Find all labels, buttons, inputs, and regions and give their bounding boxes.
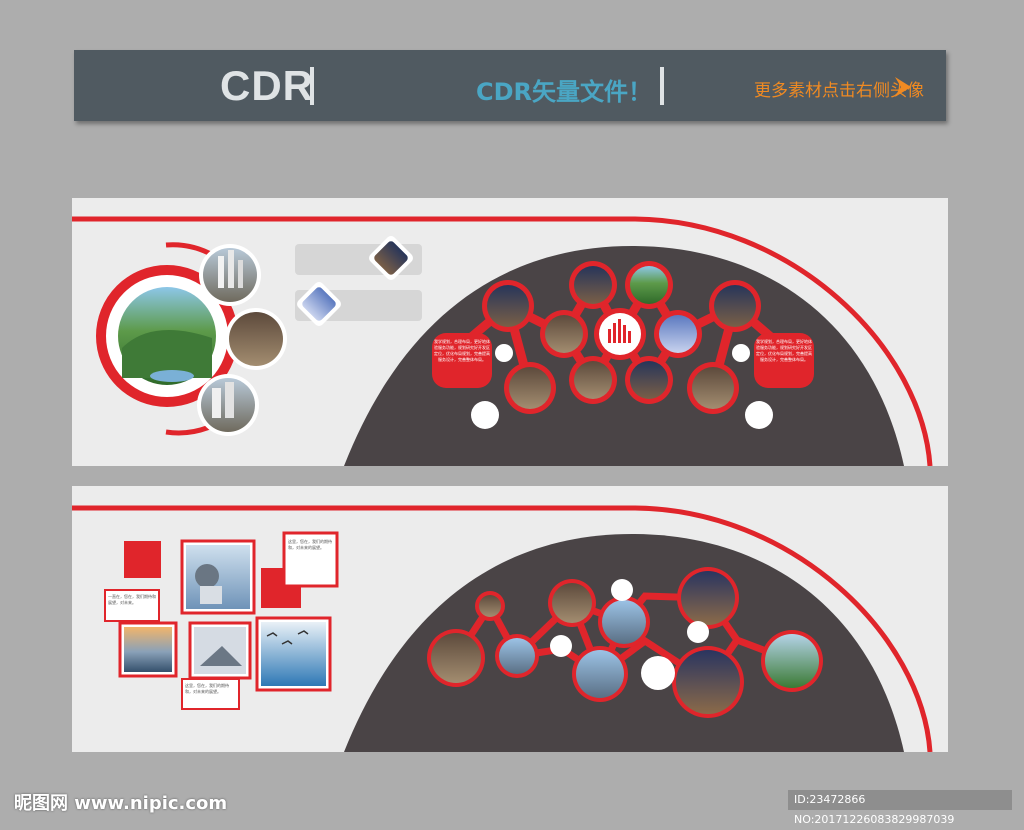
photo-seascape xyxy=(261,622,326,686)
image-id-bar: ID:23472866 NO:20171226083829987039 xyxy=(788,790,1012,826)
separator xyxy=(660,67,664,105)
text-card-left xyxy=(432,333,492,388)
text-card-right xyxy=(754,333,814,388)
top-banner: CDR CDR矢量文件！ 更多素材点击右侧头像 xyxy=(74,50,946,121)
note-card xyxy=(104,589,160,622)
text-card-right-body: 我学规划，合理布局，更好地体验服务功能，规划研究好开发区定位，优化布局规划，完善… xyxy=(756,339,812,362)
note-card-text: 一直在，您在，我们期待和展望，对未来。 xyxy=(108,594,156,605)
watermark-text: 昵图网 www.nipic.com xyxy=(14,793,228,814)
note-card-text: 这里，您在，我们的期待和，对未来的展望。 xyxy=(288,539,332,550)
village-photo xyxy=(229,312,283,366)
note-card xyxy=(282,531,339,588)
separator xyxy=(310,67,314,105)
chevron-right-icon[interactable] xyxy=(892,75,914,99)
note-card-text: 这里，您在，我们的期待和，对未来的展望。 xyxy=(185,683,229,694)
accent-line xyxy=(72,216,933,466)
brand-title: CDR xyxy=(220,62,314,109)
red-square xyxy=(124,541,161,578)
note-card xyxy=(181,678,240,710)
wall-panel-top: 我学规划，合理布局，更好地体验服务功能，规划研究好开发区定位，优化布局规划，完善… xyxy=(72,198,948,466)
accent-line xyxy=(72,505,933,752)
photo-sunset xyxy=(124,627,172,672)
subtitle: CDR矢量文件！ xyxy=(476,78,653,106)
text-card-left-body: 我学规划，合理布局，更好地体验服务功能，规划研究好开发区定位，优化布局规划，完善… xyxy=(434,339,490,362)
panel-top-graphic xyxy=(72,216,933,466)
panel-bottom-graphic xyxy=(72,505,933,752)
more-materials-link[interactable]: 更多素材点击右侧头像 xyxy=(754,81,924,101)
wall-panel-bottom: 这里，您在，我们的期待和，对未来的展望。 一直在，您在，我们期待和展望，对未来。… xyxy=(72,486,948,752)
